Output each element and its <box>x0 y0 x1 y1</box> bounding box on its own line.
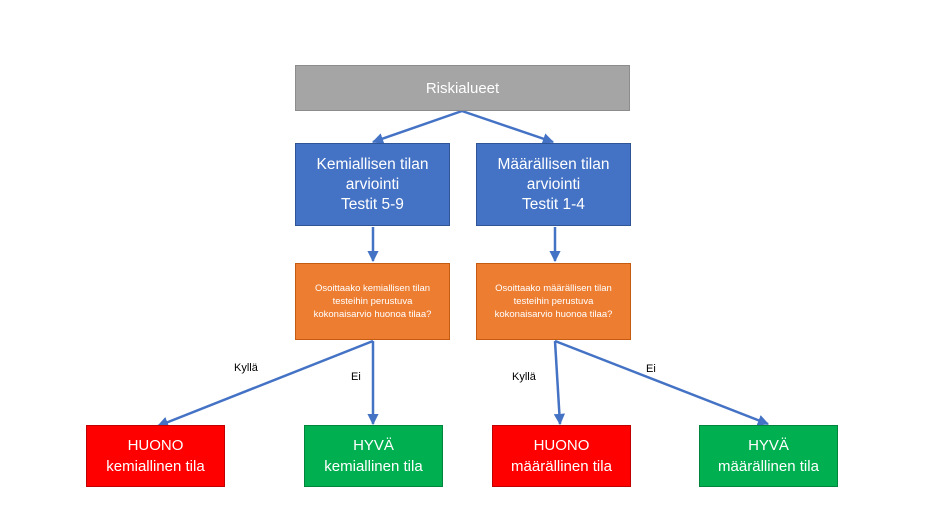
node-chemical-evaluation: Kemiallisen tilan arviointi Testit 5-9 <box>295 143 450 226</box>
node-chemical-question-line-2: testeihin perustuva <box>332 296 413 307</box>
node-chemical-good-line-2: kemiallinen tila <box>324 458 423 475</box>
node-quantitative-question-line-3: kokonaisarvio huonoa tilaa? <box>494 309 613 320</box>
node-chemical-evaluation-line-3: Testit 5-9 <box>341 195 404 213</box>
node-quantitative-question-line-2: testeihin perustuva <box>513 296 594 307</box>
node-chemical-evaluation-line-1: Kemiallisen tilan <box>316 155 429 173</box>
node-chemical-question: Osoittaako kemiallisen tilan testeihin p… <box>295 263 450 340</box>
edge-label-chem-no: Ei <box>351 371 361 383</box>
node-quantitative-evaluation-line-3: Testit 1-4 <box>522 195 585 213</box>
arrow-root-to-quant-eval <box>461 109 555 145</box>
node-quantitative-question: Osoittaako määrällisen tilan testeihin p… <box>476 263 631 340</box>
edge-label-quant-yes: Kyllä <box>512 371 536 383</box>
node-chemical-good-line-1: HYVÄ <box>353 437 394 454</box>
node-quantitative-bad-line-1: HUONO <box>533 437 590 454</box>
edge-label-chem-yes: Kyllä <box>234 362 258 374</box>
node-chemical-evaluation-line-2: arviointi <box>345 175 400 193</box>
node-quantitative-bad-line-2: määrällinen tila <box>511 458 612 475</box>
arrow-chem-question-to-bad <box>156 339 374 428</box>
node-chemical-good: HYVÄ kemiallinen tila <box>304 425 443 487</box>
node-quantitative-evaluation-line-1: Määrällisen tilan <box>497 155 610 173</box>
arrow-quant-question-to-good <box>554 339 770 426</box>
node-chemical-bad-line-2: kemiallinen tila <box>106 458 205 475</box>
arrow-quant-question-to-bad <box>553 340 566 426</box>
node-quantitative-good: HYVÄ määrällinen tila <box>699 425 838 487</box>
node-quantitative-bad: HUONO määrällinen tila <box>492 425 631 487</box>
node-quantitative-good-line-1: HYVÄ <box>748 437 789 454</box>
arrow-root-to-chem-eval <box>371 109 463 144</box>
node-riskialueet: Riskialueet <box>295 65 630 111</box>
node-quantitative-evaluation: Määrällisen tilan arviointi Testit 1-4 <box>476 143 631 226</box>
node-chemical-bad: HUONO kemiallinen tila <box>86 425 225 487</box>
node-quantitative-evaluation-line-2: arviointi <box>526 175 581 193</box>
edge-label-quant-no: Ei <box>646 363 656 375</box>
node-chemical-question-line-1: Osoittaako kemiallisen tilan <box>314 283 431 294</box>
node-chemical-question-line-3: kokonaisarvio huonoa tilaa? <box>313 309 432 320</box>
node-quantitative-question-line-1: Osoittaako määrällisen tilan <box>495 283 612 294</box>
node-quantitative-good-line-2: määrällinen tila <box>718 458 819 475</box>
node-riskialueet-line-1: Riskialueet <box>425 79 500 97</box>
node-chemical-bad-line-1: HUONO <box>127 437 184 454</box>
